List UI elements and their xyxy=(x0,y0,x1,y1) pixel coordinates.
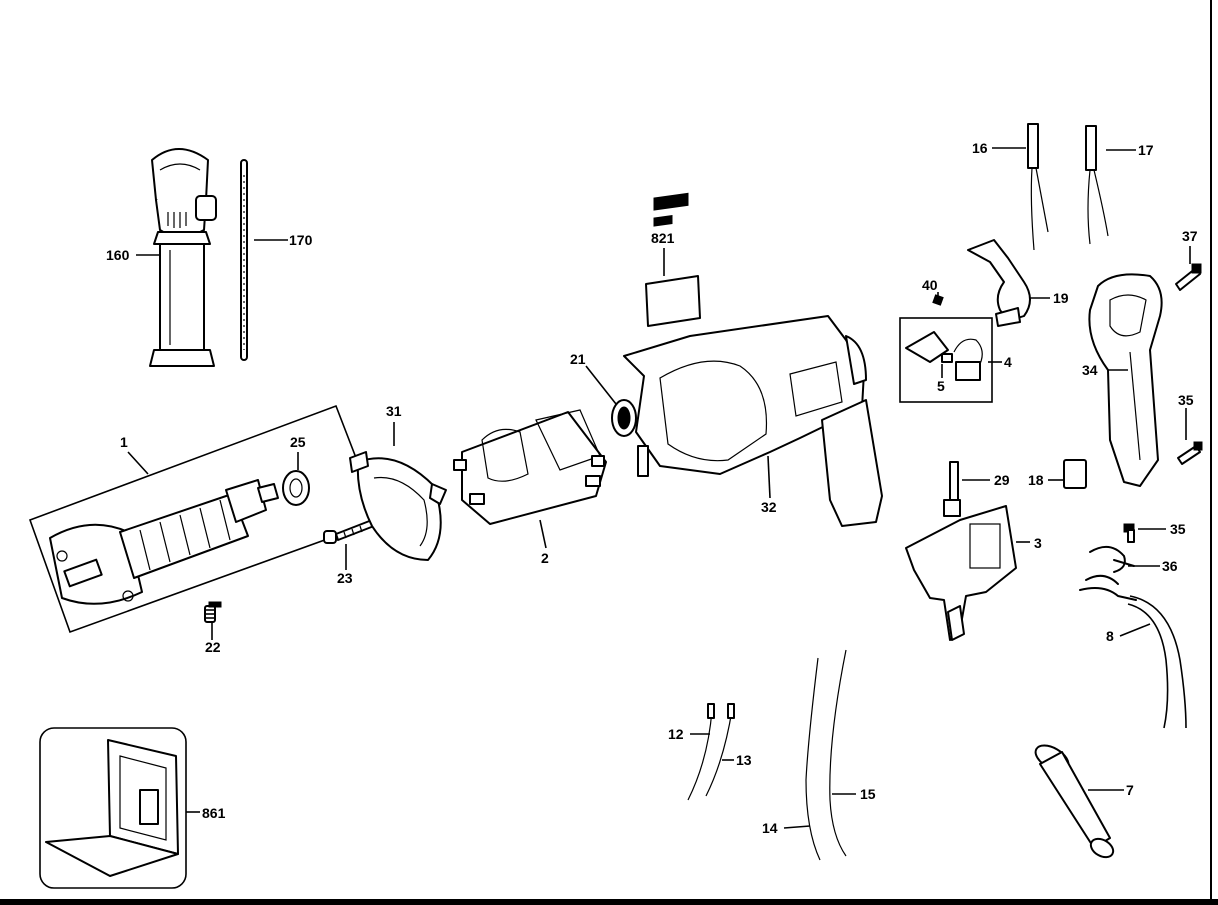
part-label-31: 31 xyxy=(386,403,402,419)
part-label-18: 18 xyxy=(1028,472,1044,488)
part-label-14: 14 xyxy=(762,820,778,836)
side-handle-drawing xyxy=(149,148,217,367)
part-label-2: 2 xyxy=(541,550,549,566)
part-label-23: 23 xyxy=(337,570,353,586)
handle-half-drawing xyxy=(1088,273,1163,487)
leader-lines xyxy=(127,147,1191,829)
part-label-22: 22 xyxy=(205,639,221,655)
brush-18-drawing xyxy=(1063,459,1087,489)
part-label-5: 5 xyxy=(937,378,945,394)
part-label-25: 25 xyxy=(290,434,306,450)
part-labels: 1 2 3 4 5 7 8 12 13 14 15 16 17 18 19 21… xyxy=(106,140,1198,836)
switch-drawing xyxy=(905,505,1017,641)
part-label-17: 17 xyxy=(1138,142,1154,158)
screw-35-lower-drawing xyxy=(1123,523,1135,543)
part-label-170: 170 xyxy=(289,232,313,248)
leads-14-15-drawing xyxy=(805,649,847,861)
screw-37-drawing xyxy=(1175,263,1202,291)
cord-drawing xyxy=(1079,574,1187,729)
part-label-1: 1 xyxy=(120,434,128,450)
part-label-821: 821 xyxy=(651,230,675,246)
part-label-861: 861 xyxy=(202,805,226,821)
part-label-160: 160 xyxy=(106,247,130,263)
armature-drawing xyxy=(28,404,382,634)
part-label-7: 7 xyxy=(1126,782,1134,798)
depth-rod-drawing xyxy=(240,159,248,361)
part-label-37: 37 xyxy=(1182,228,1198,244)
grip-7-drawing xyxy=(1034,744,1115,859)
brush-box-drawing xyxy=(899,317,993,403)
frame-bottom-bar xyxy=(0,899,1218,905)
part-label-3: 3 xyxy=(1034,535,1042,551)
part-label-32: 32 xyxy=(761,499,777,515)
part-label-34: 34 xyxy=(1082,362,1098,378)
part-label-12: 12 xyxy=(668,726,684,742)
part-label-35-lower: 35 xyxy=(1170,521,1186,537)
leads-16-17-drawing xyxy=(1027,123,1109,251)
screw-23-drawing xyxy=(323,519,375,544)
part-label-36: 36 xyxy=(1162,558,1178,574)
label-plate-drawing xyxy=(645,192,701,327)
leads-12-13-drawing xyxy=(687,703,735,801)
carry-case-drawing xyxy=(39,727,187,889)
part-label-8: 8 xyxy=(1106,628,1114,644)
bearing-21-drawing xyxy=(611,399,637,437)
bearing-25-drawing xyxy=(282,470,310,506)
part-label-21: 21 xyxy=(570,351,586,367)
part-label-19: 19 xyxy=(1053,290,1069,306)
clamp-36-drawing xyxy=(1089,545,1135,573)
part-label-15: 15 xyxy=(860,786,876,802)
screw-22-drawing xyxy=(204,601,222,623)
lever-29-drawing xyxy=(943,461,961,517)
part-label-4: 4 xyxy=(1004,354,1012,370)
part-label-29: 29 xyxy=(994,472,1010,488)
baffle-drawing xyxy=(349,451,447,561)
part-label-35-upper: 35 xyxy=(1178,392,1194,408)
brush-holder-drawing xyxy=(967,239,1031,327)
part-label-40: 40 xyxy=(922,277,938,293)
field-drawing xyxy=(453,409,607,525)
screw-35-upper-drawing xyxy=(1177,441,1203,465)
housing-drawing xyxy=(623,315,883,527)
part-label-16: 16 xyxy=(972,140,988,156)
part-label-13: 13 xyxy=(736,752,752,768)
screw-40-drawing xyxy=(932,294,944,306)
